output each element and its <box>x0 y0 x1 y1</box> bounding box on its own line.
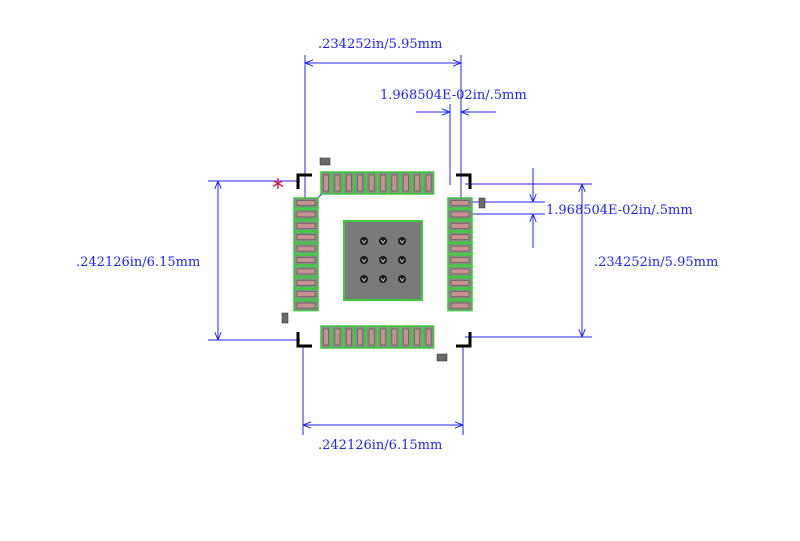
pad-right <box>447 242 473 255</box>
pad-bottom <box>388 325 401 349</box>
thermal-via-mark <box>399 258 405 263</box>
pad-right <box>447 265 473 278</box>
pad-top <box>320 171 332 195</box>
dim-top-text: .234252in/5.95mm <box>318 37 442 52</box>
thermal-via <box>379 256 387 264</box>
pad-bottom <box>377 325 389 349</box>
thermal-via <box>360 275 368 283</box>
thermal-pad <box>343 220 423 301</box>
pad-right <box>447 254 473 266</box>
pad-left <box>293 299 319 312</box>
thermal-via-mark <box>399 277 405 282</box>
pad-top <box>422 171 435 195</box>
thermal-via <box>379 275 387 283</box>
pad-left <box>293 265 319 278</box>
pad-left <box>293 242 319 255</box>
thermal-via-mark <box>361 277 367 282</box>
pad-bottom <box>343 325 355 349</box>
thermal-via <box>398 237 406 245</box>
thermal-via-mark <box>380 239 386 244</box>
pad-top <box>331 171 344 195</box>
dim-right-text: .234252in/5.95mm <box>594 255 718 270</box>
pad-bottom <box>320 325 332 349</box>
pad-bottom <box>422 325 435 349</box>
thermal-via-mark <box>380 277 386 282</box>
pad-right <box>447 277 473 289</box>
pad-right <box>447 197 473 209</box>
pad-left <box>293 208 319 221</box>
dimension-lines <box>208 55 592 435</box>
pad-right <box>447 208 473 221</box>
pad-right <box>447 220 473 232</box>
pad-top <box>388 171 401 195</box>
fiducials <box>281 157 486 362</box>
pad-left <box>293 254 319 266</box>
pad-top <box>377 171 389 195</box>
pad-left <box>293 220 319 232</box>
pad-right <box>447 299 473 312</box>
dim-pitch-right-text: 1.968504E-02in/.5mm <box>546 203 693 218</box>
thermal-via-group <box>360 237 406 283</box>
pad-top <box>354 171 366 195</box>
pad-right <box>447 231 473 243</box>
pad-top <box>411 171 423 195</box>
thermal-via <box>360 237 368 245</box>
pad-right <box>447 288 473 300</box>
thermal-via-mark <box>380 258 386 263</box>
pad-left <box>293 288 319 300</box>
thermal-via <box>360 256 368 264</box>
pad-left <box>293 197 319 209</box>
thermal-via-mark <box>399 239 405 244</box>
thermal-via-mark <box>361 239 367 244</box>
pad-bottom <box>331 325 344 349</box>
thermal-via-mark <box>361 258 367 263</box>
pad-bottom <box>354 325 366 349</box>
dim-bottom-text: .242126in/6.15mm <box>318 438 442 453</box>
thermal-via <box>379 237 387 245</box>
dim-left-text: .242126in/6.15mm <box>76 255 200 270</box>
pad-bottom <box>400 325 412 349</box>
pad-top <box>400 171 412 195</box>
pad-left <box>293 231 319 243</box>
thermal-via <box>398 256 406 264</box>
pad-group <box>293 171 473 349</box>
pad-top <box>343 171 355 195</box>
pin1-marker: * <box>272 174 284 202</box>
pad-left <box>293 277 319 289</box>
silkscreen-outline <box>296 173 472 348</box>
thermal-via <box>398 275 406 283</box>
pad-top <box>365 171 378 195</box>
pad-bottom <box>411 325 423 349</box>
pad-bottom <box>365 325 378 349</box>
dim-pitch-top-text: 1.968504E-02in/.5mm <box>380 88 527 103</box>
